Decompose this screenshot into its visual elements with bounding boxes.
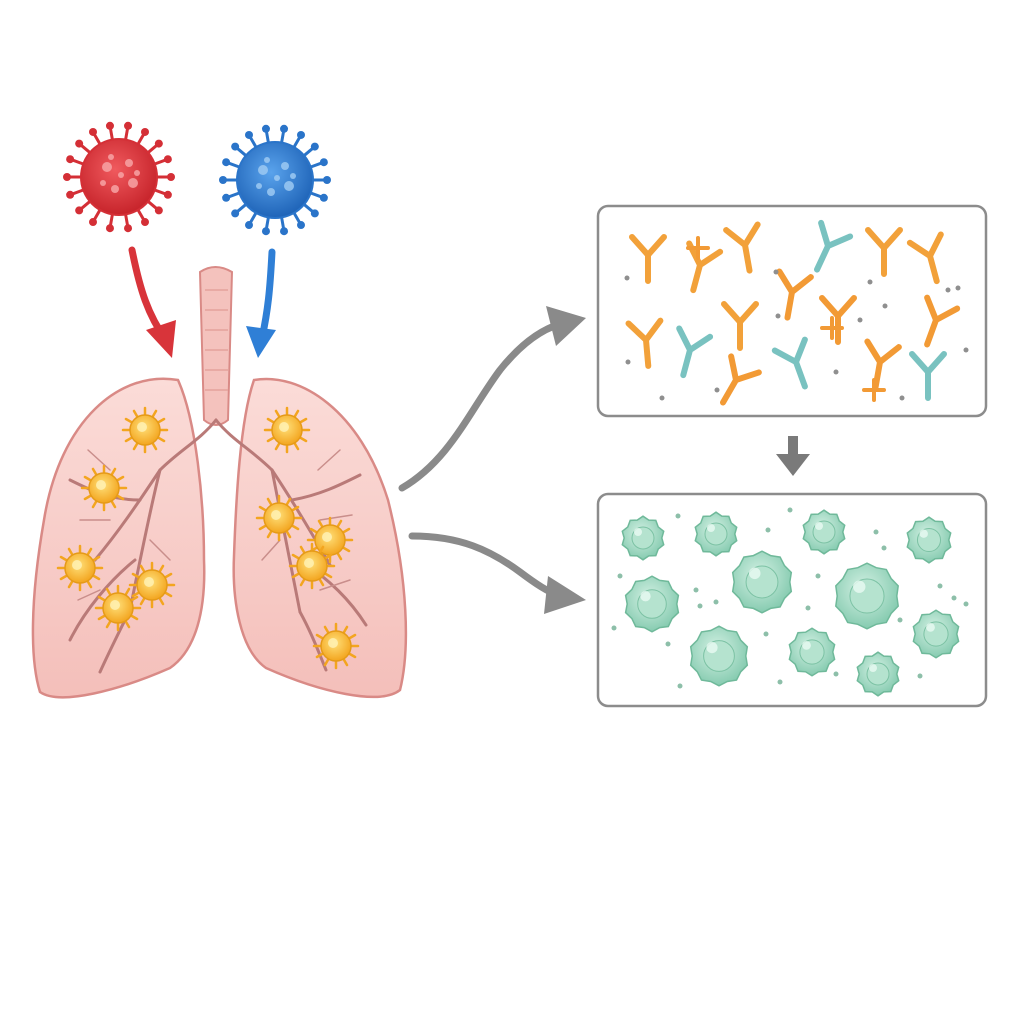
particle — [787, 507, 793, 513]
particle — [951, 595, 957, 601]
antibody-icon — [676, 325, 714, 379]
particle — [773, 269, 779, 275]
antibody-icon — [776, 268, 814, 321]
immune-cell-icon — [788, 627, 836, 677]
particle — [624, 275, 630, 281]
particle — [625, 359, 631, 365]
particle — [617, 573, 623, 579]
particle — [917, 673, 923, 679]
particles — [624, 269, 969, 401]
particle — [873, 529, 879, 535]
particle — [937, 583, 943, 589]
particle — [714, 387, 720, 393]
infected-cell-icon — [312, 622, 360, 670]
antibody-icon — [771, 336, 808, 390]
antibody-icon — [686, 236, 710, 260]
antibody-icon — [909, 351, 947, 401]
particle — [693, 587, 699, 593]
immune-cell-icon — [694, 511, 738, 557]
down-arrow — [776, 436, 810, 476]
particle — [963, 601, 969, 607]
immune-cell-icon — [621, 515, 665, 561]
particle — [805, 605, 811, 611]
antibody-icon — [720, 353, 762, 406]
infected-cells — [56, 406, 360, 670]
particle — [833, 671, 839, 677]
antibody-group — [625, 219, 961, 406]
antibody-icon — [906, 231, 944, 285]
infected-cell-icon — [80, 464, 128, 512]
immune-cell-group — [621, 509, 960, 697]
particle — [897, 617, 903, 623]
particle — [697, 603, 703, 609]
immune-cell-icon — [835, 562, 899, 630]
antibody-icon — [862, 378, 886, 402]
arrow-to-immune-cells — [408, 532, 586, 614]
particle — [882, 303, 888, 309]
particle — [665, 641, 671, 647]
antibody-icon — [629, 234, 667, 284]
particle — [945, 287, 951, 293]
antibody-icon — [924, 294, 961, 348]
infected-cell-icon — [255, 494, 303, 542]
particle — [659, 395, 665, 401]
particle — [763, 631, 769, 637]
immune-cell-icon — [906, 516, 952, 564]
particle — [867, 279, 873, 285]
immune-cell-icon — [802, 509, 846, 555]
particle — [765, 527, 771, 533]
infected-cell-icon — [56, 544, 104, 592]
red-arrow — [128, 246, 176, 358]
infected-cell-icon — [288, 542, 336, 590]
immune-cell-icon — [731, 550, 793, 614]
immune-cell-panel — [596, 492, 988, 708]
particle — [833, 369, 839, 375]
particle — [611, 625, 617, 631]
particle — [881, 545, 887, 551]
immune-cell-icon — [624, 575, 680, 633]
arrow-to-antibodies — [398, 306, 586, 492]
particle — [815, 573, 821, 579]
particle — [899, 395, 905, 401]
antibody-icon — [723, 221, 761, 274]
particle — [677, 683, 683, 689]
immune-cell-icon — [912, 609, 960, 659]
lungs-icon — [31, 266, 408, 699]
immune-cell-icon — [856, 651, 900, 697]
antibody-icon — [864, 338, 902, 391]
antibody-panel — [596, 204, 988, 418]
immune-cell-icon — [689, 625, 749, 687]
infected-cell-icon — [121, 406, 169, 454]
infected-cell-icon — [94, 584, 142, 632]
antibody-icon — [814, 219, 854, 273]
blue-virus-icon — [219, 124, 331, 236]
antibody-icon — [625, 317, 664, 369]
particle — [713, 599, 719, 605]
blue-arrow — [246, 248, 276, 358]
particle — [955, 285, 961, 291]
antibody-icon — [865, 227, 903, 277]
red-virus-icon — [63, 121, 175, 233]
particles — [611, 507, 969, 689]
left-lung — [31, 377, 206, 699]
infected-cell-icon — [128, 561, 176, 609]
trachea — [198, 266, 234, 426]
particle — [857, 317, 863, 323]
particle — [963, 347, 969, 353]
antibody-icon — [820, 316, 844, 340]
particle — [775, 313, 781, 319]
infected-cell-icon — [263, 406, 311, 454]
particle — [777, 679, 783, 685]
antibody-icon — [721, 301, 759, 351]
particle — [675, 513, 681, 519]
